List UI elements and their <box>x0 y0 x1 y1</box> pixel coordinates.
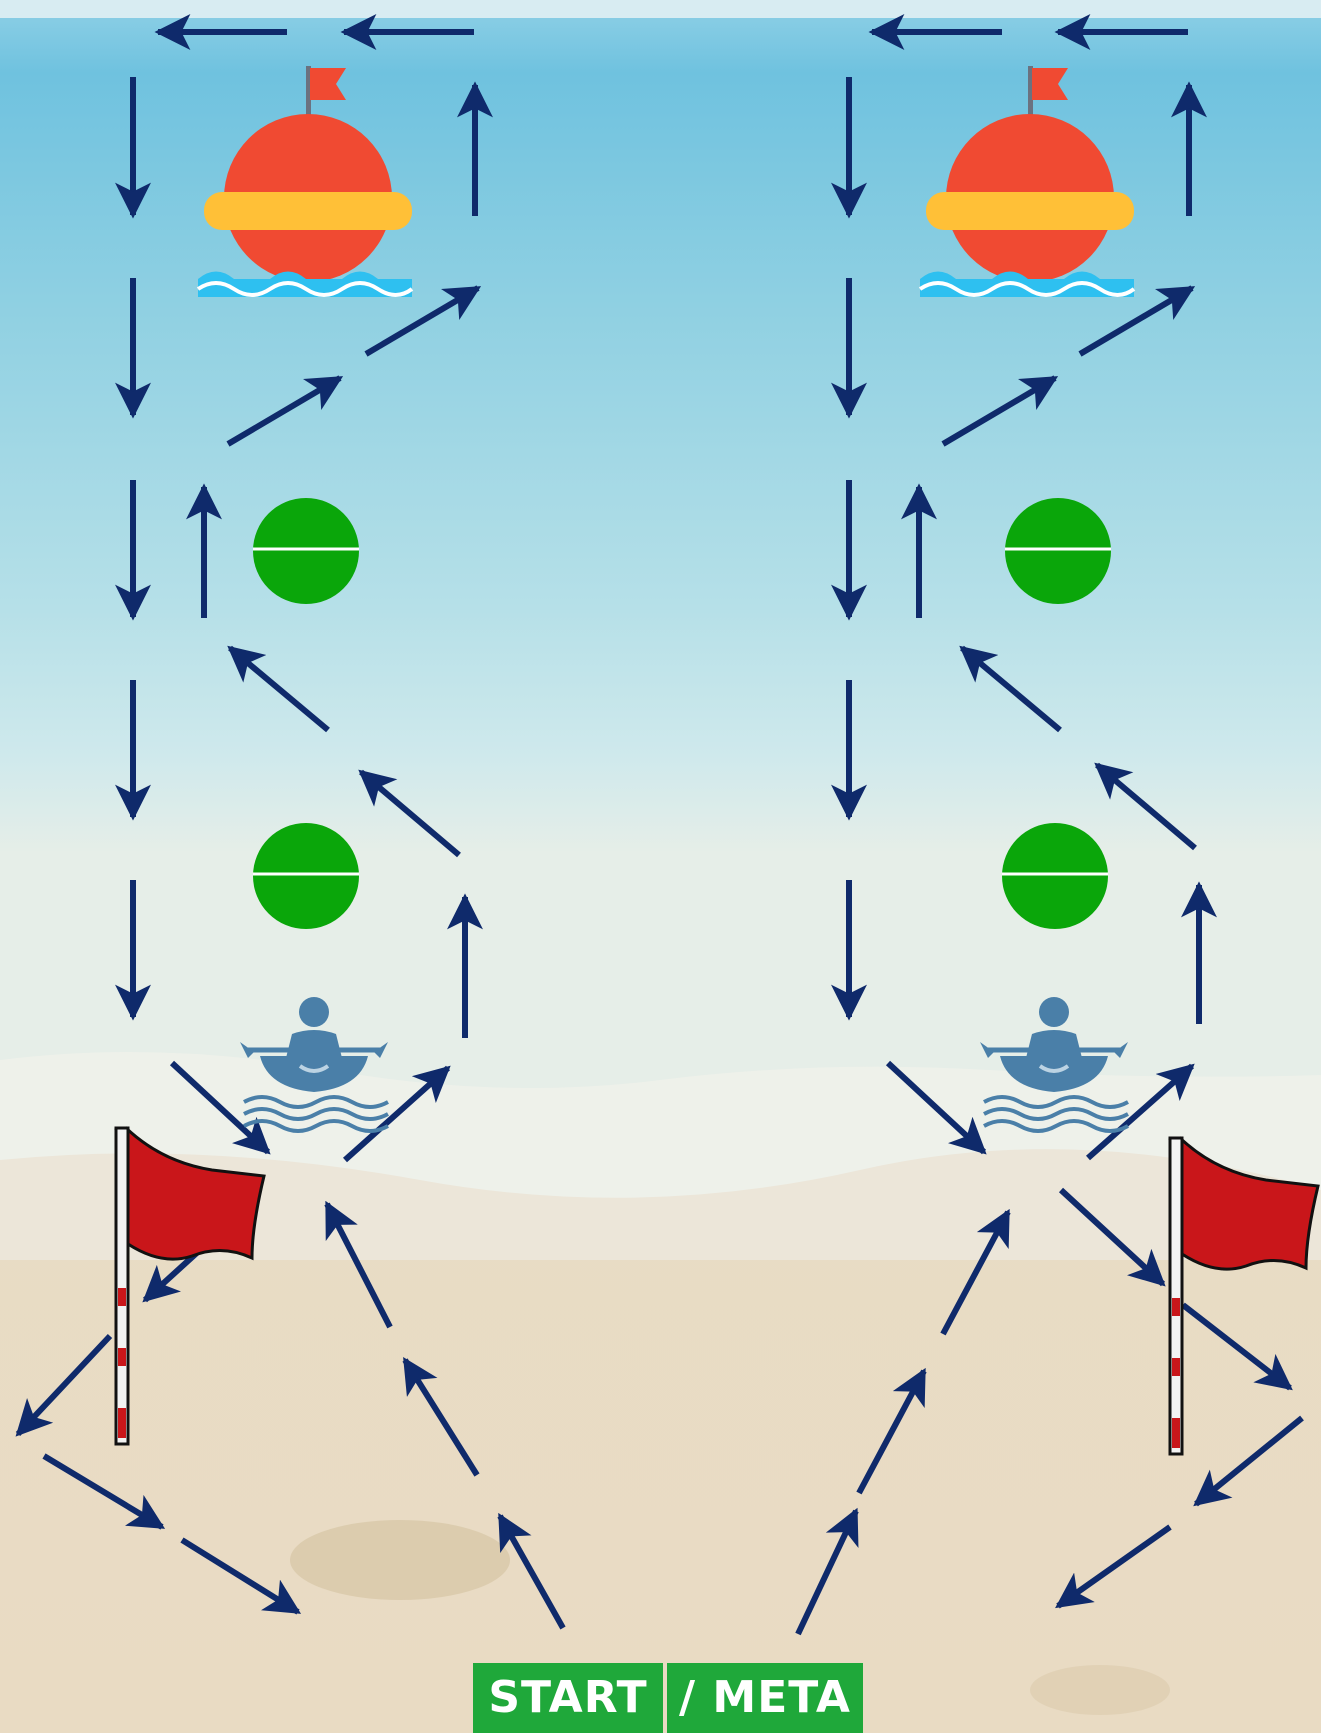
arrow <box>1086 1063 1195 1161</box>
red-flag-icon <box>1168 1136 1320 1456</box>
arrow <box>402 1356 480 1477</box>
arrow <box>169 1060 271 1155</box>
arrow <box>856 1367 927 1495</box>
green-buoy-icon <box>253 498 359 604</box>
arrow <box>795 1507 859 1636</box>
arrow <box>885 1060 987 1155</box>
red-flag-icon <box>114 1126 266 1446</box>
arrow <box>1181 1302 1293 1391</box>
green-buoy-icon <box>1002 823 1108 929</box>
arrow <box>343 1065 451 1163</box>
meta-label: / META <box>667 1663 863 1733</box>
green-buoy-icon <box>253 823 359 929</box>
start-finish-label: START / META <box>473 1663 863 1733</box>
arrow <box>324 1200 393 1329</box>
arrow <box>227 645 330 733</box>
arrow <box>1058 1187 1166 1287</box>
arrow <box>1078 285 1196 357</box>
arrow <box>941 375 1059 447</box>
arrow <box>358 769 461 858</box>
arrow <box>1193 1415 1304 1507</box>
rowing-boat-icon <box>240 997 389 1133</box>
arrow <box>940 1208 1011 1336</box>
arrow <box>142 1247 203 1303</box>
arrow <box>15 1333 113 1437</box>
arrow <box>1055 1524 1172 1609</box>
arrow <box>42 1453 166 1530</box>
arrow <box>226 375 344 447</box>
arrow <box>497 1512 566 1630</box>
arrow <box>959 645 1062 733</box>
arrow <box>180 1537 302 1615</box>
arrow <box>1094 762 1197 851</box>
arrow <box>364 285 482 357</box>
start-label: START <box>473 1663 663 1733</box>
marker-buoy-icon <box>918 66 1136 297</box>
green-buoy-icon <box>1005 498 1111 604</box>
rowing-boat-icon <box>980 997 1129 1133</box>
marker-buoy-icon <box>196 66 414 297</box>
